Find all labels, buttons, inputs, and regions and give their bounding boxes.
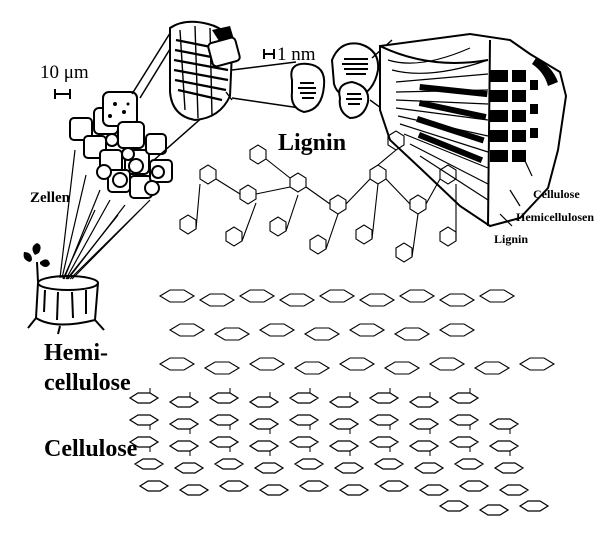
hemicellulose-title: Hemi- cellulose (44, 338, 131, 398)
cellulose-fibril-bars (416, 58, 558, 164)
microfibril-hatching (298, 58, 368, 105)
chain-bond-ticks (149, 388, 511, 456)
zoom-lines-microfibril (225, 61, 301, 109)
cellulose-callout: Cellulose (533, 187, 580, 201)
hemicellulose-chains (158, 289, 556, 375)
hemicellulose-callout: Hemicellulosen (516, 210, 594, 224)
hemicellulose-title-line2: cellulose (44, 370, 131, 396)
lignin-callout: Lignin (494, 232, 529, 246)
leaf-sprig (23, 243, 50, 283)
wall-block-pointers (499, 149, 533, 227)
scale-label-10um: 10 μm (40, 62, 89, 83)
hemicellulose-title-line1: Hemi- (44, 340, 108, 366)
fiber-bundle (169, 20, 241, 122)
cell-cluster (69, 91, 173, 199)
zoom-lines-cells (59, 149, 151, 280)
lignin-title: Lignin (278, 130, 347, 156)
lignin-network (179, 130, 457, 263)
cellulose-title: Cellulose (44, 436, 138, 462)
cellulose-chains (128, 392, 550, 516)
scale-label-1nm: 1 nm (277, 44, 316, 65)
scale-bars (54, 49, 275, 99)
tree-stump (27, 275, 105, 335)
cells-label: Zellen (30, 190, 70, 206)
cell-wall-dots (108, 102, 130, 118)
microfibril-cross-sections (290, 42, 380, 120)
